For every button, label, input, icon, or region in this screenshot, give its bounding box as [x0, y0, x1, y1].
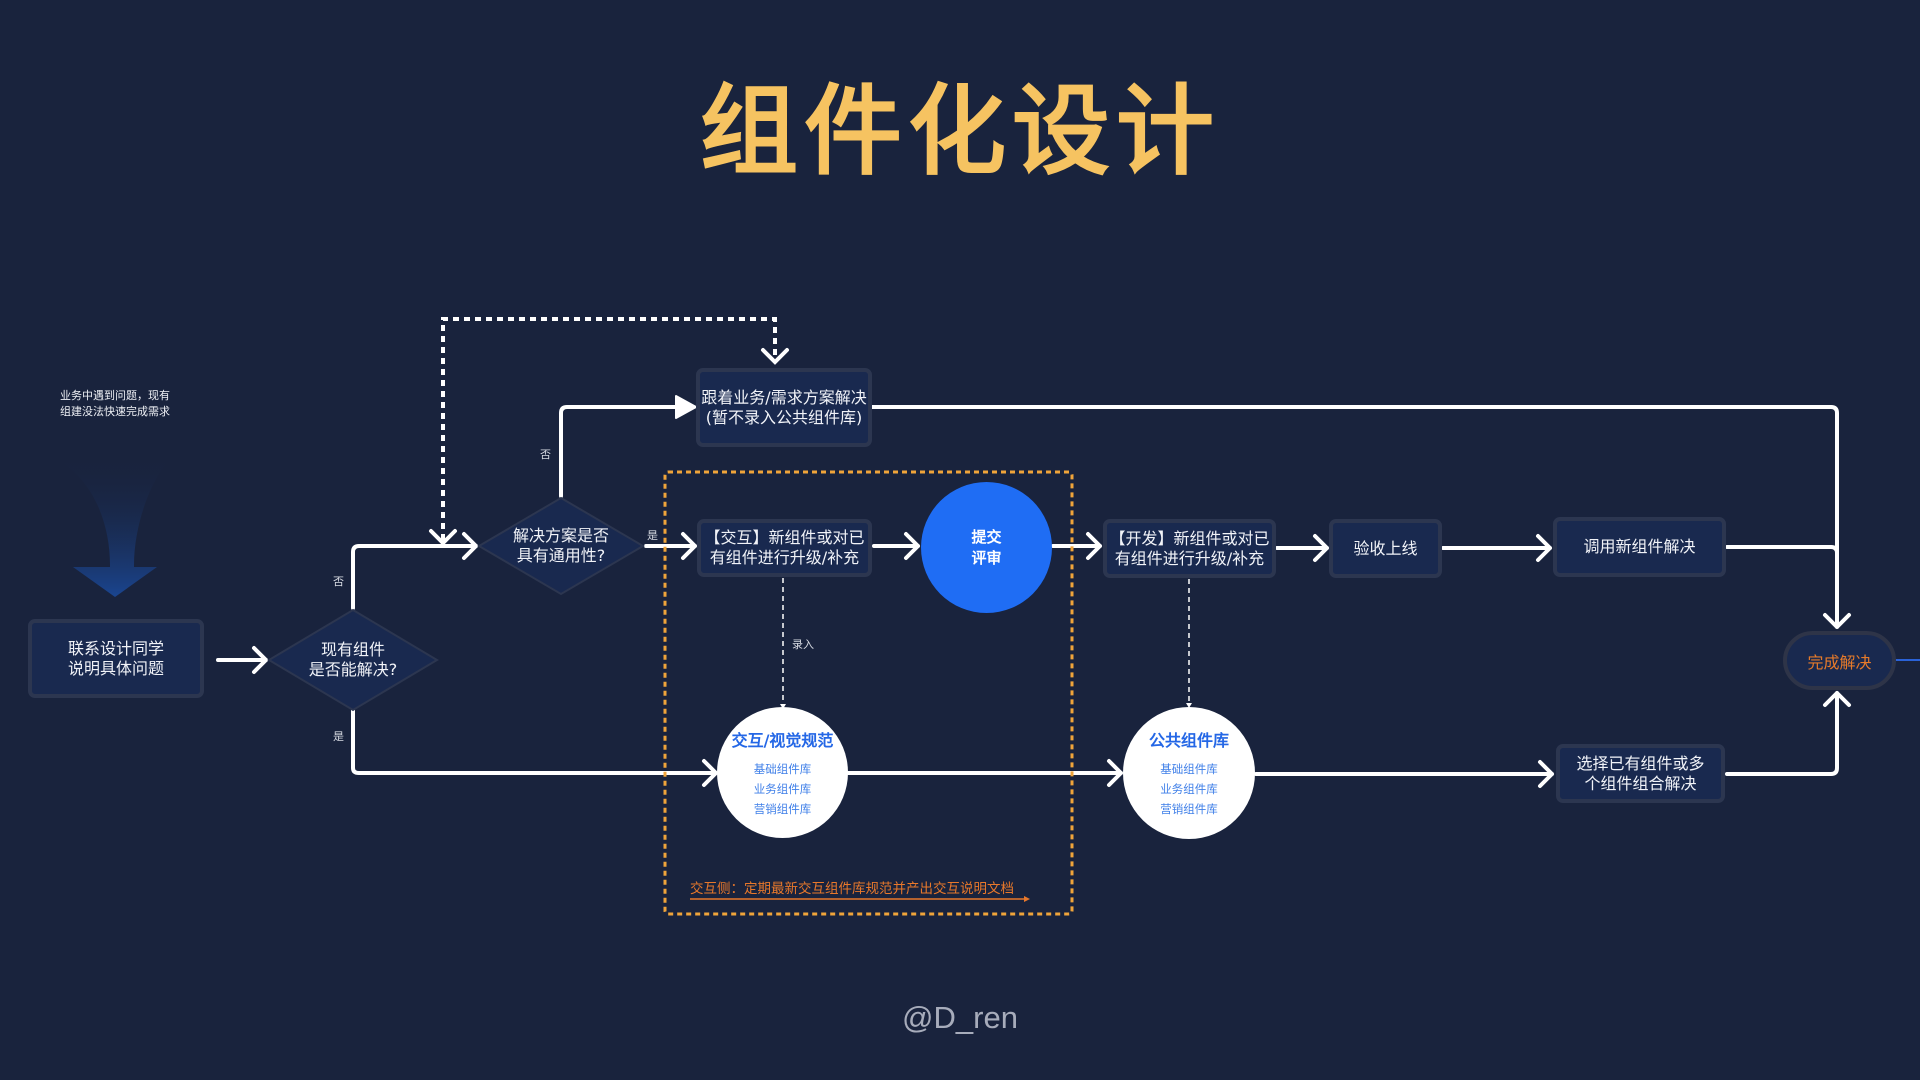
- node-text: 提交: [971, 527, 1002, 546]
- node-text: 具有通用性?: [516, 546, 606, 565]
- edge-label-no-2: 否: [540, 448, 551, 461]
- node-contact-designer[interactable]: 联系设计同学说明具体问题: [28, 619, 204, 698]
- arrow-public-to-choose: [1254, 760, 1554, 788]
- node-text: 联系设计同学: [67, 638, 164, 658]
- node-text: 是否能解决?: [308, 660, 398, 679]
- node-text: 调用新组件解决: [1583, 537, 1696, 556]
- decision-diamond-existing: [267, 608, 439, 712]
- node-text: 完成解决: [1807, 652, 1872, 672]
- node-interaction-upgrade[interactable]: 【交互】新组件或对已有组件进行升级/补充: [697, 519, 872, 577]
- library-title: 公共组件库: [1148, 731, 1229, 750]
- node-text: 跟着业务/需求方案解决: [701, 387, 867, 407]
- library-item: 业务组件库: [753, 781, 812, 796]
- edge-label-yes-2: 是: [647, 529, 658, 542]
- arrow-yes-to-interaction: [644, 532, 697, 560]
- funnel-arrow-icon: [45, 455, 175, 597]
- library-item: 营销组件库: [753, 801, 812, 816]
- node-submit-review[interactable]: 提交评审: [921, 482, 1052, 613]
- arrow-no-to-follow: [559, 405, 682, 498]
- record-arrowhead-1: [780, 704, 786, 709]
- library-item: 营销组件库: [1160, 802, 1218, 816]
- node-text: 验收上线: [1353, 538, 1418, 558]
- arrowhead-filled: [675, 395, 697, 419]
- decision-generic-label[interactable]: 解决方案是否具有通用性?: [496, 526, 626, 566]
- dotted-loop-arrowhead-2: [429, 529, 457, 546]
- group-note-arrowhead: [1024, 896, 1030, 902]
- page-title: 组件化设计: [699, 75, 1220, 189]
- node-use-new-component[interactable]: 调用新组件解决: [1553, 517, 1726, 577]
- node-follow-business[interactable]: 跟着业务/需求方案解决(暂不录入公共组件库): [696, 368, 872, 447]
- dotted-loop-line: [441, 317, 777, 540]
- arrow-contact-to-decision: [216, 646, 268, 674]
- arrow-accept-to-usenew: [1441, 534, 1552, 562]
- node-text: 个组件组合解决: [1584, 773, 1697, 793]
- intro-note-line: 业务中遇到问题，现有: [60, 389, 170, 402]
- node-text: 【开发】新组件或对已: [1109, 528, 1270, 548]
- arrow-review-to-dev: [1051, 532, 1102, 560]
- dotted-loop-arrowhead-1: [761, 348, 789, 365]
- interaction-group-box: [663, 470, 1074, 916]
- node-public-library[interactable]: 公共组件库 基础组件库 业务组件库 营销组件库: [1123, 707, 1255, 839]
- node-text: 选择已有组件或多: [1576, 753, 1705, 773]
- library-item: 基础组件库: [753, 761, 812, 776]
- arrow-no-to-generic: [351, 532, 478, 610]
- decision-existing-label[interactable]: 现有组件是否能解决?: [283, 640, 423, 680]
- node-done[interactable]: 完成解决: [1783, 631, 1896, 690]
- node-accept-launch[interactable]: 验收上线: [1329, 519, 1442, 578]
- record-arrowhead-2: [1186, 703, 1192, 708]
- node-dev-upgrade[interactable]: 【开发】新组件或对已有组件进行升级/补充: [1103, 519, 1276, 578]
- watermark: @D_ren: [902, 1000, 1018, 1035]
- intro-note: 业务中遇到问题，现有 组建没法快速完成需求: [40, 388, 190, 420]
- arrow-dev-to-accept: [1275, 534, 1329, 562]
- node-text: 有组件进行升级/补充: [709, 548, 860, 567]
- edge-label-no-1: 否: [333, 575, 344, 588]
- edge-label-yes-1: 是: [333, 730, 344, 743]
- edge-label-record: 录入: [792, 638, 814, 651]
- arrow-choose-to-done: [1725, 691, 1851, 776]
- node-text: 解决方案是否: [512, 526, 609, 545]
- node-interaction-spec[interactable]: 交互/视觉规范 基础组件库 业务组件库 营销组件库: [717, 707, 848, 838]
- node-text: 【交互】新组件或对已: [704, 528, 865, 547]
- node-text: 现有组件: [320, 640, 385, 659]
- decision-diamond-generic: [477, 496, 645, 596]
- arrow-spec-to-public: [846, 759, 1123, 787]
- node-text: 评审: [971, 548, 1002, 567]
- group-note: 交互侧：定期最新交互组件库规范并产出交互说明文档: [690, 881, 1014, 897]
- library-item: 业务组件库: [1160, 782, 1218, 796]
- arrow-interaction-to-review: [872, 532, 920, 560]
- intro-note-line: 组建没法快速完成需求: [60, 405, 170, 418]
- node-text: (暂不录入公共组件库): [705, 407, 863, 427]
- arrow-follow-to-done: [870, 405, 1851, 629]
- line-usenew-to-done: [1725, 545, 1839, 555]
- node-choose-existing[interactable]: 选择已有组件或多个组件组合解决: [1556, 744, 1725, 803]
- library-item: 基础组件库: [1160, 762, 1218, 776]
- library-title: 交互/视觉规范: [731, 730, 834, 750]
- arrow-yes-to-spec: [351, 708, 718, 787]
- node-text: 有组件进行升级/补充: [1114, 548, 1265, 568]
- node-text: 说明具体问题: [67, 658, 164, 678]
